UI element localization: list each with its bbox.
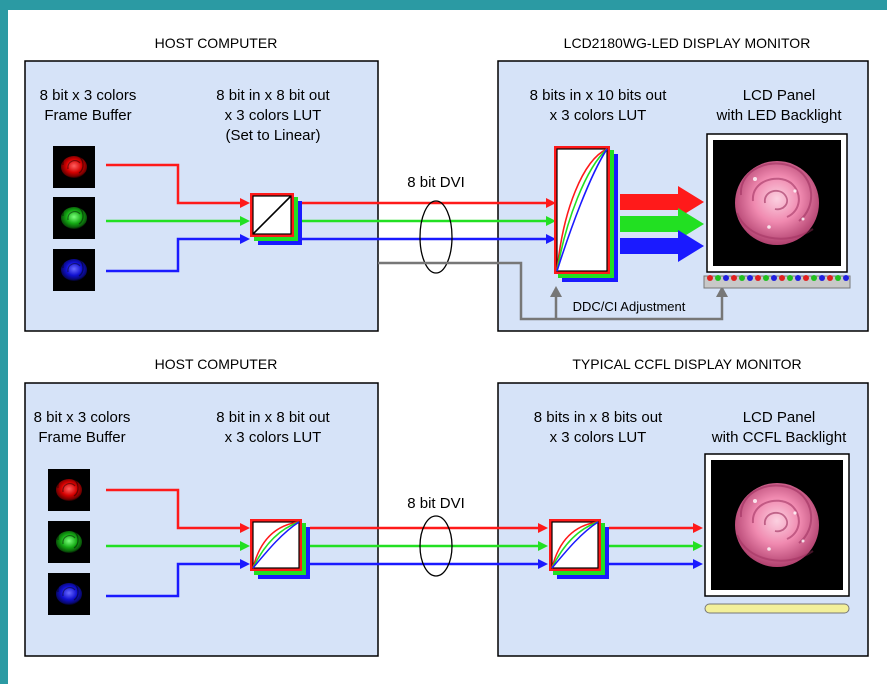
arrowhead	[546, 216, 556, 226]
frame-buffer-label-1: 8 bit x 3 colors	[34, 409, 131, 426]
rose-icon	[48, 521, 90, 563]
monitor-lut-label-1: 8 bits in x 10 bits out	[530, 87, 668, 104]
panel-label-2: with CCFL Backlight	[711, 429, 847, 446]
panel-label-2: with LED Backlight	[715, 107, 842, 124]
lut-curve-icon	[250, 519, 310, 579]
arrowhead	[240, 559, 250, 569]
arrowhead	[693, 523, 703, 533]
panel-label-1: LCD Panel	[743, 409, 816, 426]
arrowhead	[538, 523, 548, 533]
rose-icon	[48, 573, 90, 615]
frame-buffer-label-2: Frame Buffer	[38, 429, 125, 446]
thick-green-arrow	[620, 208, 704, 240]
ddc-ci-line	[378, 261, 724, 321]
red-signal-line	[106, 163, 240, 205]
cable-bundle-icon	[419, 200, 453, 274]
host-lut-label-1: 8 bit in x 8 bit out	[216, 409, 330, 426]
arrowhead	[546, 234, 556, 244]
blue-signal-line	[106, 562, 240, 598]
frame-buffer-label-2: Frame Buffer	[44, 107, 131, 124]
diagram-canvas: HOST COMPUTER LCD2180WG-LED DISPLAY MONI…	[8, 10, 887, 684]
led-backlight-strip	[703, 275, 851, 289]
cable-bundle-icon	[419, 515, 453, 577]
rose-icon	[53, 197, 95, 239]
arrowhead	[240, 523, 250, 533]
monitor-title-2: TYPICAL CCFL DISPLAY MONITOR	[572, 356, 801, 372]
ccfl-backlight-tube	[704, 603, 850, 614]
dvi-label: 8 bit DVI	[407, 174, 465, 191]
rose-icon	[48, 469, 90, 511]
monitor-lut-label-2: x 3 colors LUT	[550, 429, 647, 446]
arrowhead	[693, 559, 703, 569]
host-lut-label-2: x 3 colors LUT	[225, 429, 322, 446]
thick-blue-arrow	[620, 230, 704, 262]
diagram-svg: HOST COMPUTER LCD2180WG-LED DISPLAY MONI…	[24, 35, 869, 657]
blue-signal-line	[106, 237, 240, 273]
lut-linear-icon	[250, 193, 302, 245]
lut-curve-icon	[554, 146, 618, 282]
monitor-lut-label-2: x 3 colors LUT	[550, 107, 647, 124]
arrowhead	[240, 234, 250, 244]
host-lut-label-3: (Set to Linear)	[225, 127, 320, 144]
arrowhead	[538, 559, 548, 569]
red-signal-line	[106, 488, 240, 530]
host-lut-label-2: x 3 colors LUT	[225, 107, 322, 124]
arrowhead	[240, 216, 250, 226]
host-computer-title: HOST COMPUTER	[155, 35, 278, 51]
arrowhead	[550, 286, 562, 297]
thick-red-arrow	[620, 186, 704, 218]
rose-icon	[53, 146, 95, 188]
ddc-ci-label: DDC/CI Adjustment	[573, 299, 686, 314]
lut-curve-icon	[549, 519, 609, 579]
lcd-panel-icon	[706, 133, 848, 273]
frame-buffer-label-1: 8 bit x 3 colors	[40, 87, 137, 104]
arrowhead	[240, 198, 250, 208]
rose-icon	[53, 249, 95, 291]
monitor-lut-label-1: 8 bits in x 8 bits out	[534, 409, 663, 426]
panel-label-1: LCD Panel	[743, 87, 816, 104]
host-computer-title-2: HOST COMPUTER	[155, 356, 278, 372]
arrowhead	[240, 541, 250, 551]
arrowhead	[716, 286, 728, 297]
lcd-panel-icon	[704, 453, 850, 597]
arrowhead	[693, 541, 703, 551]
arrowhead	[546, 198, 556, 208]
host-lut-label-1: 8 bit in x 8 bit out	[216, 87, 330, 104]
monitor-title: LCD2180WG-LED DISPLAY MONITOR	[564, 35, 811, 51]
dvi-label: 8 bit DVI	[407, 495, 465, 512]
arrowhead	[538, 541, 548, 551]
